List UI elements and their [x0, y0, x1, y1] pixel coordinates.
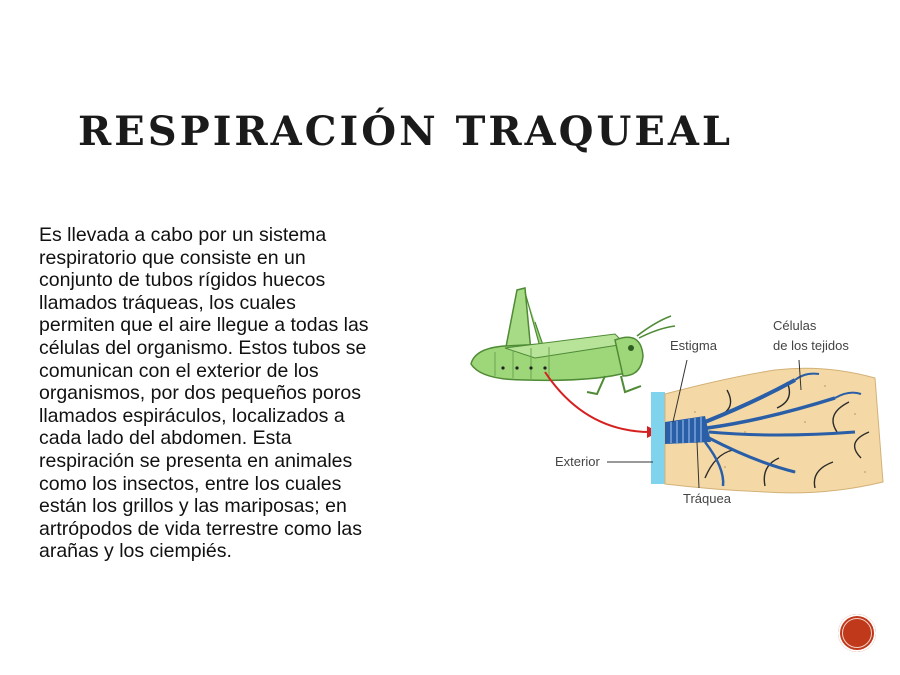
paragraph-line: están los grillos y las mariposas; en	[39, 495, 347, 518]
exterior-band	[651, 392, 665, 484]
slide-title: RESPIRACIÓN TRAQUEAL	[78, 108, 733, 155]
label-exterior: Exterior	[555, 454, 600, 469]
body-paragraph: Es llevada a cabo por un sistema respira…	[39, 224, 419, 563]
paragraph-line: como los insectos, entre los cuales	[39, 472, 342, 495]
pointer-arrow	[544, 371, 652, 433]
paragraph-line: llamados espiráculos, localizados a	[39, 404, 345, 427]
paragraph-line: respiración se presenta en animales	[39, 449, 353, 472]
label-celulas-line1: Células	[773, 318, 817, 333]
paragraph-line: células del organismo. Estos tubos se	[39, 336, 367, 359]
paragraph-line: organismos, por dos pequeños poros	[39, 382, 361, 405]
grasshopper-illustration	[470, 287, 676, 396]
paragraph-line: comunican con el exterior de los	[39, 359, 319, 382]
trachea-tube	[665, 372, 862, 487]
paragraph-line: Es llevada a cabo por un sistema	[39, 224, 327, 246]
paragraph-line: permiten que el aire llegue a todas las	[39, 314, 369, 337]
circle-nav-icon[interactable]	[838, 614, 876, 652]
paragraph-line: respiratorio que consiste en un	[39, 246, 306, 269]
paragraph-line: cada lado del abdomen. Esta	[39, 427, 292, 450]
tracheal-diagram: Estigma Células de los tejidos Exterior …	[465, 282, 885, 522]
paragraph-line: arañas y los ciempiés.	[39, 540, 232, 563]
label-celulas-line2: de los tejidos	[773, 338, 849, 353]
paragraph-line: artrópodos de vida terrestre como las	[39, 517, 362, 540]
label-traquea: Tráquea	[683, 491, 732, 506]
nav-ring	[842, 618, 872, 648]
paragraph-line: conjunto de tubos rígidos huecos	[39, 269, 326, 292]
label-estigma: Estigma	[670, 338, 718, 353]
paragraph-line: llamados tráqueas, los cuales	[39, 291, 296, 314]
